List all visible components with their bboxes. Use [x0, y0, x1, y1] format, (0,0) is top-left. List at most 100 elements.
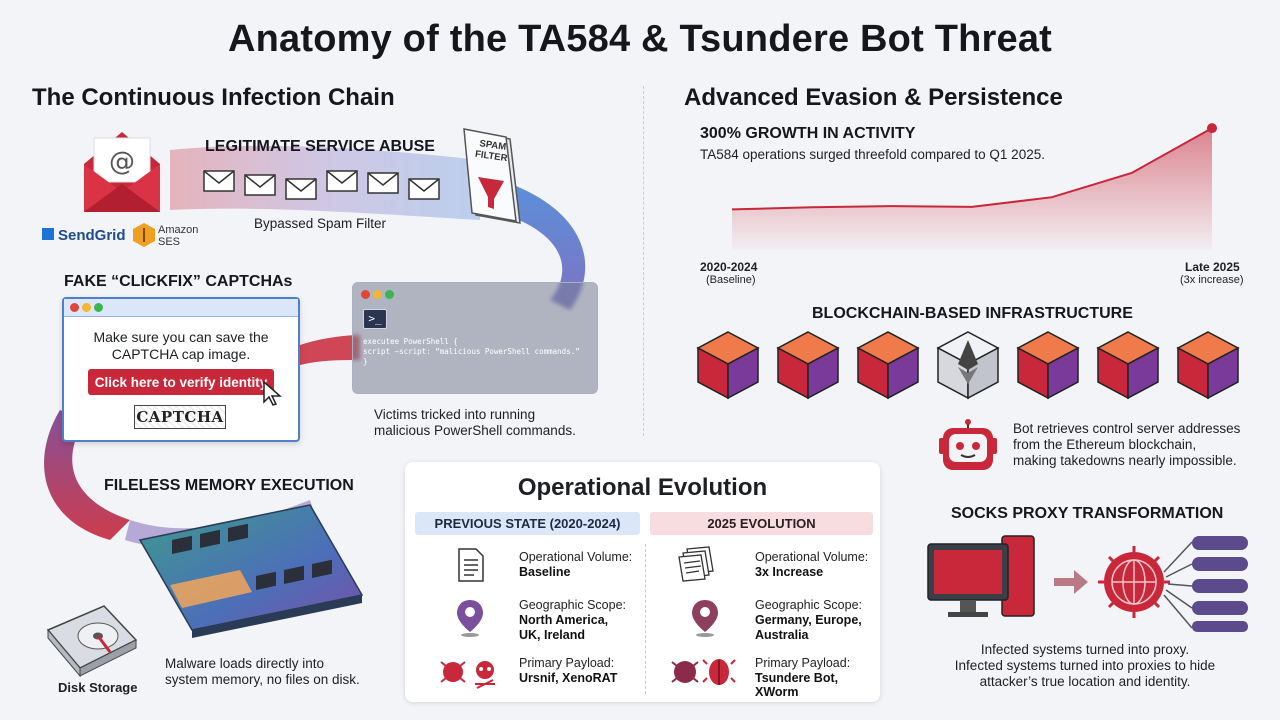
- x-axis-end: Late 2025: [1185, 260, 1240, 274]
- bot-line: Bot retrieves control server addresses: [1013, 421, 1241, 436]
- close-dot-icon: [361, 290, 370, 299]
- mini-envelope-icon: [367, 172, 399, 194]
- amazon-ses-logo-icon: [133, 223, 155, 247]
- captcha-heading: FAKE “CLICKFIX” CAPTCHAs: [64, 273, 293, 290]
- malware-bug-icon: [440, 661, 495, 689]
- disk-label: Disk Storage: [58, 680, 138, 695]
- left-heading: The Continuous Infection Chain: [32, 84, 395, 111]
- svg-text:@: @: [109, 147, 135, 177]
- malware-line: system memory, no files on disk.: [165, 672, 360, 687]
- new-scope-label: Geographic Scope:: [755, 598, 863, 612]
- evolution-heading: Operational Evolution: [517, 474, 768, 501]
- mini-envelope-icon: [326, 170, 358, 192]
- prev-volume-value: Baseline: [519, 565, 571, 579]
- malware-text: Malware loads directly into system memor…: [165, 656, 360, 688]
- mini-envelope-icon: [244, 174, 276, 196]
- blockchain-block-icon: [1016, 330, 1080, 400]
- mouse-cursor-icon: [263, 380, 282, 406]
- new-volume-value: 3x Increase: [755, 565, 824, 579]
- operational-evolution-card: Operational Evolution PREVIOUS STATE (20…: [405, 462, 880, 702]
- bot-line: making takedowns nearly impossible.: [1013, 453, 1237, 468]
- prev-scope-value: North America,: [519, 613, 609, 627]
- location-pin-icon: [457, 600, 483, 637]
- minimize-dot-icon: [373, 290, 382, 299]
- mini-envelope-icon: [203, 170, 235, 192]
- terminal-code: executee PowerShell { script –script: “m…: [363, 337, 580, 367]
- maximize-dot-icon: [385, 290, 394, 299]
- bypass-label: Bypassed Spam Filter: [254, 216, 387, 231]
- verify-identity-button[interactable]: Click here to verify identity: [88, 369, 274, 395]
- terminal-line: }: [363, 357, 368, 366]
- growth-chart: [731, 123, 1217, 250]
- spam-filter-icon: [463, 128, 521, 224]
- email-envelope-icon: @: [84, 132, 160, 212]
- blockchain-block-icon: [1176, 330, 1240, 400]
- growth-end-point: [1207, 123, 1217, 134]
- victims-text: Victims tricked into running malicious P…: [374, 407, 576, 439]
- socks-line: Infected systems turned into proxy.: [980, 642, 1190, 657]
- mini-envelope-icon: [285, 178, 317, 200]
- new-volume-label: Operational Volume:: [755, 550, 869, 564]
- section-divider: [643, 86, 644, 436]
- new-payload-label: Primary Payload:: [755, 656, 851, 670]
- sendgrid-logo-icon: [42, 228, 54, 240]
- blockchain-block-icon: [856, 330, 920, 400]
- robot-icon: [939, 419, 997, 470]
- victims-line: Victims tricked into running: [374, 407, 536, 422]
- maximize-dot-icon: [94, 303, 103, 312]
- victims-line: malicious PowerShell commands.: [374, 423, 576, 438]
- blockchain-block-icon: [1096, 330, 1160, 400]
- x-axis-start-sub: (Baseline): [706, 274, 756, 286]
- fileless-heading: FILELESS MEMORY EXECUTION: [104, 477, 354, 494]
- document-icon: [458, 548, 484, 582]
- socks-description: Infected systems turned into proxy. Infe…: [930, 642, 1240, 690]
- prev-scope-value-2: UK, Ireland: [519, 628, 585, 642]
- growth-area: [732, 128, 1212, 250]
- page-title: Anatomy of the TA584 & Tsundere Bot Thre…: [227, 18, 1053, 60]
- growth-description: TA584 operations surged threefold compar…: [700, 147, 1045, 162]
- brand-amazon-2: SES: [158, 236, 181, 248]
- evolution-2025-pill: 2025 EVOLUTION: [650, 512, 873, 535]
- mini-envelope-icon: [408, 178, 440, 200]
- prev-payload-value: Ursnif, XenoRAT: [519, 671, 618, 685]
- new-payload-value: Tsundere Bot,: [755, 671, 839, 685]
- fake-captcha-window: Make sure you can save the CAPTCHA cap i…: [62, 297, 300, 442]
- x-axis-end-sub: (3x increase): [1180, 274, 1244, 286]
- powershell-terminal: >_ executee PowerShell { script –script:…: [352, 282, 598, 394]
- bot-line: from the Ethereum blockchain,: [1013, 437, 1197, 452]
- memory-chip-icon: [138, 504, 364, 638]
- location-pin-icon: [692, 600, 718, 637]
- brand-sendgrid: SendGrid: [58, 227, 126, 244]
- malware-bug-icon: [671, 659, 736, 685]
- bot-description: Bot retrieves control server addresses f…: [1013, 421, 1240, 469]
- socks-heading: SOCKS PROXY TRANSFORMATION: [951, 505, 1224, 522]
- blockchain-heading: BLOCKCHAIN-BASED INFRASTRUCTURE: [812, 305, 1133, 322]
- socks-proxy-diagram: [927, 535, 1248, 632]
- captcha-message: Make sure you can save the CAPTCHA cap i…: [64, 329, 298, 363]
- x-axis-start: 2020-2024: [700, 260, 758, 274]
- captcha-message-line: Make sure you can save the: [93, 329, 269, 345]
- powershell-icon: >_: [363, 309, 387, 329]
- abuse-heading: LEGITIMATE SERVICE ABUSE: [205, 138, 435, 155]
- new-scope-value-2: Australia: [755, 628, 809, 642]
- card-divider: [645, 544, 646, 694]
- blockchain-block-icon: [696, 330, 760, 400]
- captcha-message-line: CAPTCHA cap image.: [111, 346, 251, 362]
- brand-amazon-1: Amazon: [158, 224, 199, 236]
- captcha-image: CAPTCHA: [134, 405, 226, 429]
- terminal-line: script –script: “malicious PowerShell co…: [363, 347, 580, 356]
- malware-line: Malware loads directly into: [165, 656, 325, 671]
- disk-storage-icon: [46, 605, 138, 678]
- growth-heading: 300% GROWTH IN ACTIVITY: [700, 125, 916, 142]
- prev-volume-label: Operational Volume:: [519, 550, 633, 564]
- socks-line: Infected systems turned into proxies to …: [954, 658, 1216, 673]
- prev-payload-label: Primary Payload:: [519, 656, 615, 670]
- growth-line: [731, 127, 1213, 211]
- socks-line: attacker’s true location and identity.: [979, 674, 1191, 689]
- ethereum-block-icon: [936, 330, 1000, 400]
- right-heading: Advanced Evasion & Persistence: [684, 84, 1063, 111]
- blockchain-block-icon: [776, 330, 840, 400]
- document-stack-icon: [678, 546, 714, 582]
- close-dot-icon: [70, 303, 79, 312]
- terminal-line: executee PowerShell {: [363, 337, 458, 346]
